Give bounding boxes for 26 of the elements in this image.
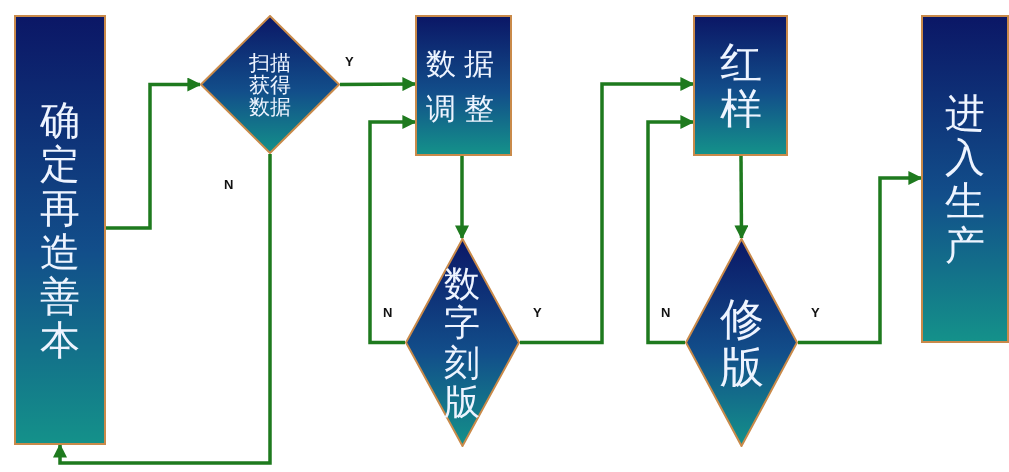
arrow bbox=[646, 115, 695, 345]
edge-label: Y bbox=[344, 55, 355, 69]
arrow bbox=[734, 156, 749, 240]
arrow bbox=[340, 77, 417, 92]
step-label: 进入生产 bbox=[944, 91, 986, 267]
edge-label: N bbox=[660, 306, 672, 320]
step-label: 确定再造善本 bbox=[39, 98, 81, 362]
edge-label: N bbox=[223, 178, 235, 192]
step-label: 修版 bbox=[718, 294, 765, 391]
arrow bbox=[53, 154, 272, 465]
arrow bbox=[106, 77, 202, 230]
arrow bbox=[520, 77, 695, 345]
arrow bbox=[798, 171, 923, 345]
edge-label: N bbox=[382, 306, 394, 320]
step-label: 数字刻版 bbox=[443, 263, 482, 422]
process-box bbox=[693, 15, 788, 156]
arrow bbox=[368, 115, 417, 345]
process-box bbox=[921, 15, 1009, 343]
edge-label: Y bbox=[810, 306, 821, 320]
step-label: 数据调整 bbox=[424, 44, 503, 128]
arrow bbox=[455, 156, 469, 240]
process-box bbox=[14, 15, 106, 445]
step-label: 红样 bbox=[718, 39, 763, 132]
edge-label: Y bbox=[532, 306, 543, 320]
step-label: 扫描获得数据 bbox=[248, 51, 292, 118]
process-box bbox=[415, 15, 512, 156]
